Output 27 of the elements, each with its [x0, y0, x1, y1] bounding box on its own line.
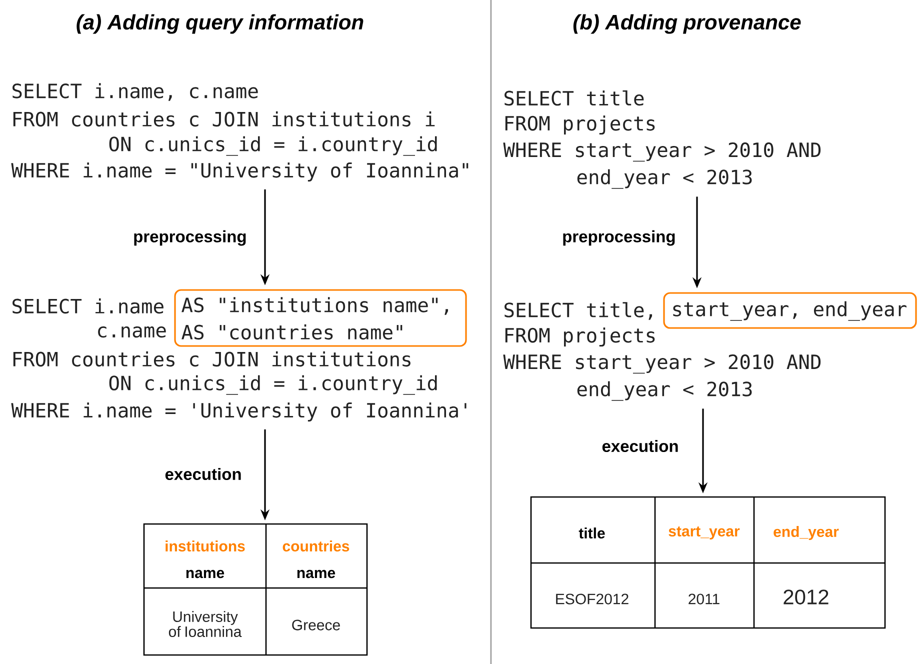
edge-label: execution: [165, 468, 241, 480]
code-line: FROM countries c JOIN institutions i: [13, 111, 435, 127]
code-line: WHERE start_year > 2010 AND: [503, 142, 821, 162]
code-line: SELECT title: [504, 90, 644, 106]
code-line: end_year < 2013: [577, 169, 752, 189]
highlight-box: AS "institutions name", AS "countries name": [174, 289, 467, 347]
code-line: FROM countries c JOIN institutions: [13, 351, 410, 367]
code-line: FROM projects: [505, 328, 655, 346]
code-line: end_year < 2013: [577, 381, 752, 401]
code-line: c.name: [98, 326, 166, 338]
code-line: SELECT i.name, c.name: [12, 83, 258, 101]
highlight-box: start_year, end_year: [663, 292, 917, 329]
code-line: ON c.unics_id = i.country_id: [109, 136, 437, 156]
code-line: WHERE start_year > 2010 AND: [503, 354, 821, 374]
panel-title: (b) Adding provenance: [573, 14, 801, 34]
code-line: ON c.unics_id = i.country_id: [109, 375, 437, 395]
code-line: FROM projects: [505, 116, 655, 134]
code-line: WHERE i.name = 'University of Ioannina': [11, 402, 466, 422]
edge-label: execution: [602, 440, 678, 452]
result-table: institutions name countries name University of Ioannina Greece: [143, 523, 368, 656]
edge-label: preprocessing: [563, 230, 675, 246]
edge-label: preprocessing: [134, 230, 246, 246]
code-line: SELECT i.name: [12, 298, 164, 314]
code-line: WHERE i.name = "University of Ioannina": [11, 162, 468, 182]
panel-title: (a) Adding query information: [76, 14, 364, 34]
result-table: title start_year end_year ESOF2012 2011 2012: [530, 496, 886, 629]
code-line: SELECT title,: [504, 302, 652, 320]
